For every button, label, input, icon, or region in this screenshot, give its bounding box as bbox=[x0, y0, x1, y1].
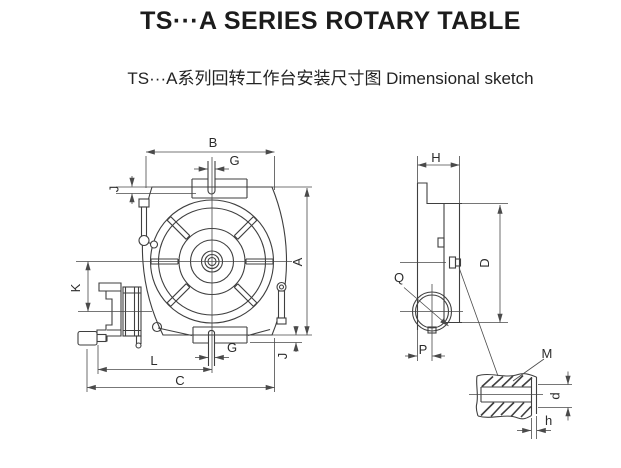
table-t-slots bbox=[150, 216, 274, 307]
dim-label-k: K bbox=[68, 283, 83, 292]
dim-label-a: A bbox=[290, 257, 305, 266]
front-view-dimensions bbox=[85, 149, 310, 391]
dim-label-h-width: H bbox=[431, 150, 440, 165]
front-view: B G J A K L C G J bbox=[68, 135, 312, 392]
dim-label-d-height: D bbox=[477, 258, 492, 267]
side-view: H D Q P bbox=[394, 150, 508, 377]
dim-label-g-top: G bbox=[230, 153, 240, 168]
handwheel-front bbox=[122, 286, 142, 349]
dim-label-g-bottom: G bbox=[227, 340, 237, 355]
side-lug bbox=[437, 237, 445, 248]
dim-label-d: d bbox=[548, 392, 563, 399]
side-view-dimensions bbox=[403, 162, 503, 377]
dim-label-m: M bbox=[542, 346, 553, 361]
clamp-bolt-body bbox=[448, 256, 457, 269]
dim-label-p: P bbox=[419, 342, 428, 357]
dim-label-j-left: J bbox=[107, 186, 122, 193]
dim-label-j-right: J bbox=[275, 353, 290, 360]
side-knob bbox=[151, 321, 163, 333]
side-view-extension-lines bbox=[417, 156, 508, 361]
dim-label-q: Q bbox=[394, 270, 404, 285]
dim-label-h: h bbox=[545, 413, 552, 428]
nut-dimensions bbox=[512, 358, 571, 434]
page-subtitle: TS···A系列回转工作台安装尺寸图 Dimensional sketch bbox=[127, 69, 534, 88]
front-view-labels: B G J A K L C G J bbox=[68, 135, 305, 388]
dim-label-c: C bbox=[175, 373, 184, 388]
page-title: TS···A SERIES ROTARY TABLE bbox=[140, 7, 521, 35]
handwheel-bracket bbox=[96, 282, 122, 342]
clamp-lever-right bbox=[276, 281, 287, 325]
t-slot-nut-detail: M d h bbox=[469, 346, 572, 439]
bottom-tenon-key bbox=[192, 326, 248, 366]
side-view-labels: H D Q P bbox=[394, 150, 492, 357]
m-leader bbox=[512, 358, 545, 382]
top-tenon-key bbox=[191, 161, 248, 199]
dim-label-l: L bbox=[150, 353, 157, 368]
wheel-pin bbox=[135, 335, 142, 345]
nut-detail-leader bbox=[458, 267, 499, 377]
crank-handle bbox=[77, 330, 107, 346]
nut-labels: M d h bbox=[542, 346, 563, 428]
clamp-bolt-head bbox=[454, 258, 462, 267]
side-view-profile bbox=[416, 182, 462, 330]
dim-label-b: B bbox=[209, 135, 218, 150]
clamp-lever-left bbox=[138, 198, 159, 249]
front-view-extension-lines bbox=[86, 156, 312, 392]
nut-hatching bbox=[480, 374, 533, 418]
q-diameter-leader bbox=[403, 287, 449, 327]
